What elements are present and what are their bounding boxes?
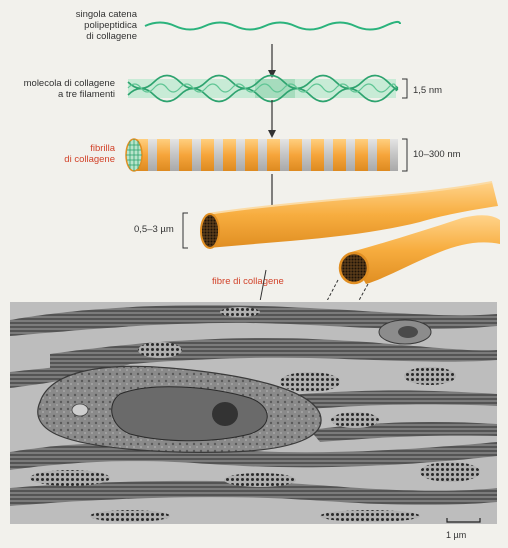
- fibril-bracket: [402, 138, 408, 172]
- electron-micrograph: [10, 302, 497, 524]
- collagen-fibers: [200, 181, 500, 285]
- molecule-bracket: [402, 78, 408, 99]
- fibroblast-cell: [37, 365, 322, 453]
- arrow-2-head: [268, 130, 276, 138]
- single-chain-label: singola catena polipeptidica di collagen…: [42, 9, 137, 42]
- cell-profile: [378, 319, 432, 345]
- dashed-link-right: [358, 283, 369, 300]
- fibril-label: fibrilla di collagene: [40, 143, 115, 165]
- fibril-label-line2: di collagene: [64, 154, 115, 165]
- fiber-cross-sections: [30, 307, 480, 522]
- scale-bar: [446, 518, 481, 523]
- collagen-hierarchy-diagram: [125, 20, 500, 300]
- scale-bar-label: 1 µm: [446, 530, 467, 540]
- molecule-label-line2: a tre filamenti: [57, 89, 115, 100]
- fibers-label: fibre di collagene: [212, 276, 284, 287]
- fibril-label-line1: fibrilla: [90, 143, 115, 154]
- single-chain-label-line2: polipeptidica: [84, 20, 137, 31]
- single-chain-label-line3: di collagene: [86, 31, 137, 42]
- molecule-label: molecola di collagene a tre filamenti: [12, 78, 115, 100]
- fiber-bracket: [182, 212, 188, 249]
- single-chain-strand: [144, 20, 401, 31]
- single-chain-label-line1: singola catena: [75, 9, 137, 20]
- molecule-dimension: 1,5 nm: [413, 85, 443, 96]
- fibril-dimension: 10–300 nm: [413, 149, 461, 160]
- molecule-label-line1: molecola di collagene: [23, 78, 115, 89]
- fibers-leader-line: [259, 269, 267, 300]
- collagen-fibril: [125, 138, 398, 172]
- triple-helix-molecule: [127, 74, 399, 103]
- arrow-1-head: [268, 70, 276, 78]
- fiber-dimension: 0,5–3 µm: [134, 224, 174, 235]
- dashed-link-left: [326, 279, 339, 300]
